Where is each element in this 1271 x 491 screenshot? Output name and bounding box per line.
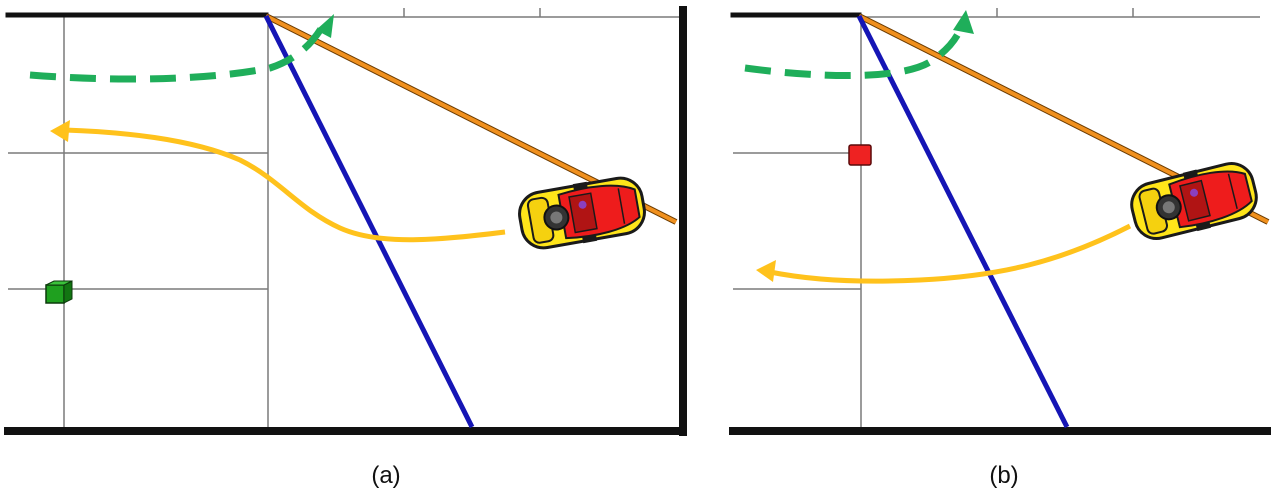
yellow-arrowhead <box>50 120 70 142</box>
blue-line <box>856 14 1070 429</box>
yellow-path <box>769 223 1132 284</box>
green-arrowhead <box>953 10 974 34</box>
walls <box>729 12 1271 435</box>
yellow-arrowhead <box>756 260 776 282</box>
panel-a <box>0 0 700 445</box>
grid-lines <box>733 8 1134 428</box>
green-dashed-path <box>744 20 967 80</box>
car <box>518 176 646 250</box>
green-arrowhead <box>316 14 334 38</box>
blue-line <box>263 14 475 429</box>
walls <box>4 6 687 436</box>
red-square-marker <box>848 144 872 166</box>
panel-b <box>720 0 1271 445</box>
car <box>1130 162 1258 240</box>
yellow-path <box>64 127 506 243</box>
grid-lines <box>8 8 541 428</box>
panel-a-scene <box>4 6 687 436</box>
panel-b-scene <box>729 8 1271 435</box>
green-square-marker <box>45 280 73 304</box>
caption-a: (a) <box>371 462 401 489</box>
green-dashed-path <box>29 20 329 83</box>
caption-b: (b) <box>989 462 1019 489</box>
